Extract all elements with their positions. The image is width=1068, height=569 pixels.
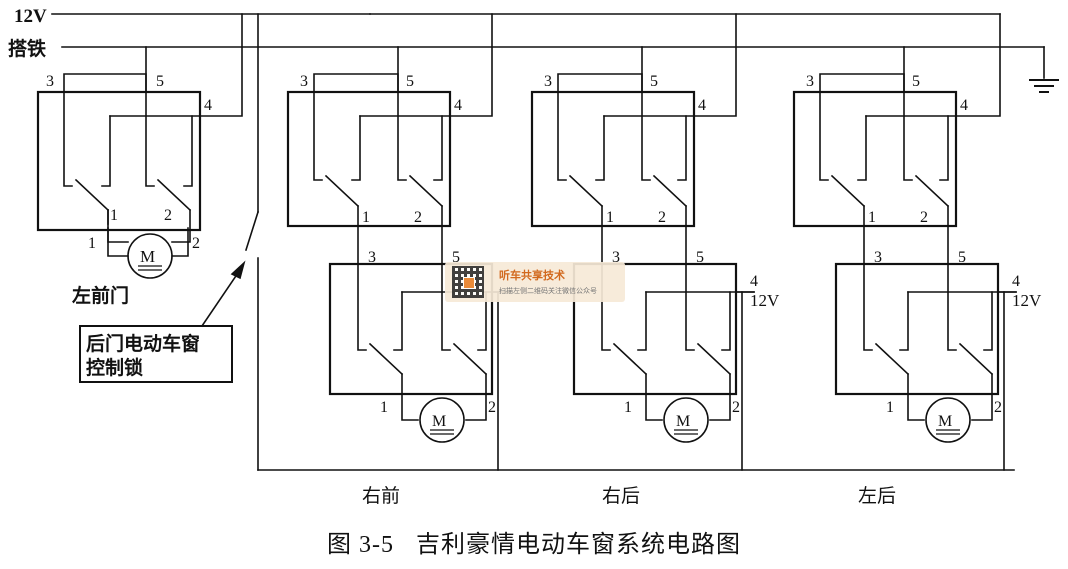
lock-label-box [79, 325, 233, 383]
rear-lock-switch [244, 13, 1015, 471]
pin-label: 3 [46, 73, 54, 90]
supply-label: 12V [14, 6, 47, 27]
supply-tag: 12V [1012, 291, 1042, 310]
pin-label: 2 [488, 399, 496, 416]
watermark-title: 听车共享技术 [499, 269, 565, 282]
watermark-subtitle: 扫描左侧二维码关注微信公众号 [499, 287, 597, 295]
pin-label: M [676, 413, 690, 430]
pin-label: 1 [88, 235, 96, 252]
motor-icon [663, 397, 709, 443]
qr-code-icon [452, 266, 484, 298]
door-unit-3 [792, 13, 1017, 471]
motor-icon [925, 397, 971, 443]
pin-label: 5 [406, 73, 414, 90]
pin-label: 5 [958, 249, 966, 266]
figure-number: 图 3-5 [327, 532, 394, 558]
pin-label: 4 [960, 97, 968, 114]
pin-label: 4 [1012, 273, 1020, 290]
left-front-master-switch [36, 13, 243, 243]
lock-label-line2: 控制锁 [86, 356, 143, 379]
pin-label: 1 [362, 209, 370, 226]
pin-label: 5 [912, 73, 920, 90]
supply-tag: 12V [750, 291, 780, 310]
pin-label: 2 [732, 399, 740, 416]
pin-label: 1 [380, 399, 388, 416]
pin-label: 3 [612, 249, 620, 266]
pin-label: 1 [868, 209, 876, 226]
pin-label: 5 [696, 249, 704, 266]
pin-label: 2 [658, 209, 666, 226]
door-unit-2 [530, 13, 755, 471]
pin-label: 2 [920, 209, 928, 226]
pin-label: 4 [204, 97, 212, 114]
pin-label: 1 [624, 399, 632, 416]
right-front-label: 右前 [362, 485, 400, 507]
left-front-label: 左前门 [72, 284, 129, 307]
pin-label: 3 [874, 249, 882, 266]
door-unit-1 [286, 13, 511, 471]
pin-label: 3 [300, 73, 308, 90]
pin-label: 2 [414, 209, 422, 226]
left-front-motor-icon [107, 227, 189, 279]
pin-label: 3 [544, 73, 552, 90]
pin-label: M [938, 413, 952, 430]
pin-label: 3 [806, 73, 814, 90]
pin-label: 2 [192, 235, 200, 252]
pin-label: 5 [156, 73, 164, 90]
ground-symbol-icon [1029, 79, 1059, 93]
lock-label-line1: 后门电动车窗 [86, 332, 200, 355]
motor-symbol: M [140, 247, 155, 266]
right-rear-label: 右后 [602, 485, 640, 507]
pin-label: 2 [994, 399, 1002, 416]
pin-label: M [432, 413, 446, 430]
pin-label: 3 [368, 249, 376, 266]
left-rear-label: 左后 [858, 485, 896, 507]
pin-label: 1 [886, 399, 894, 416]
pin-label: 4 [454, 97, 462, 114]
pin-label: 4 [698, 97, 706, 114]
pin-label: 5 [650, 73, 658, 90]
pin-label: 2 [164, 207, 172, 224]
motor-icon [419, 397, 465, 443]
pin-label: 5 [452, 249, 460, 266]
figure-caption: 图 3-5 吉利豪情电动车窗系统电路图 [0, 524, 1068, 559]
figure-title: 吉利豪情电动车窗系统电路图 [416, 532, 741, 558]
pin-label: 4 [750, 273, 758, 290]
watermark: 听车共享技术 扫描左侧二维码关注微信公众号 [445, 262, 625, 302]
lock-pointer-arrow [200, 260, 246, 328]
pin-label: 1 [606, 209, 614, 226]
pin-label: 1 [110, 207, 118, 224]
ground-label: 搭铁 [8, 37, 46, 60]
